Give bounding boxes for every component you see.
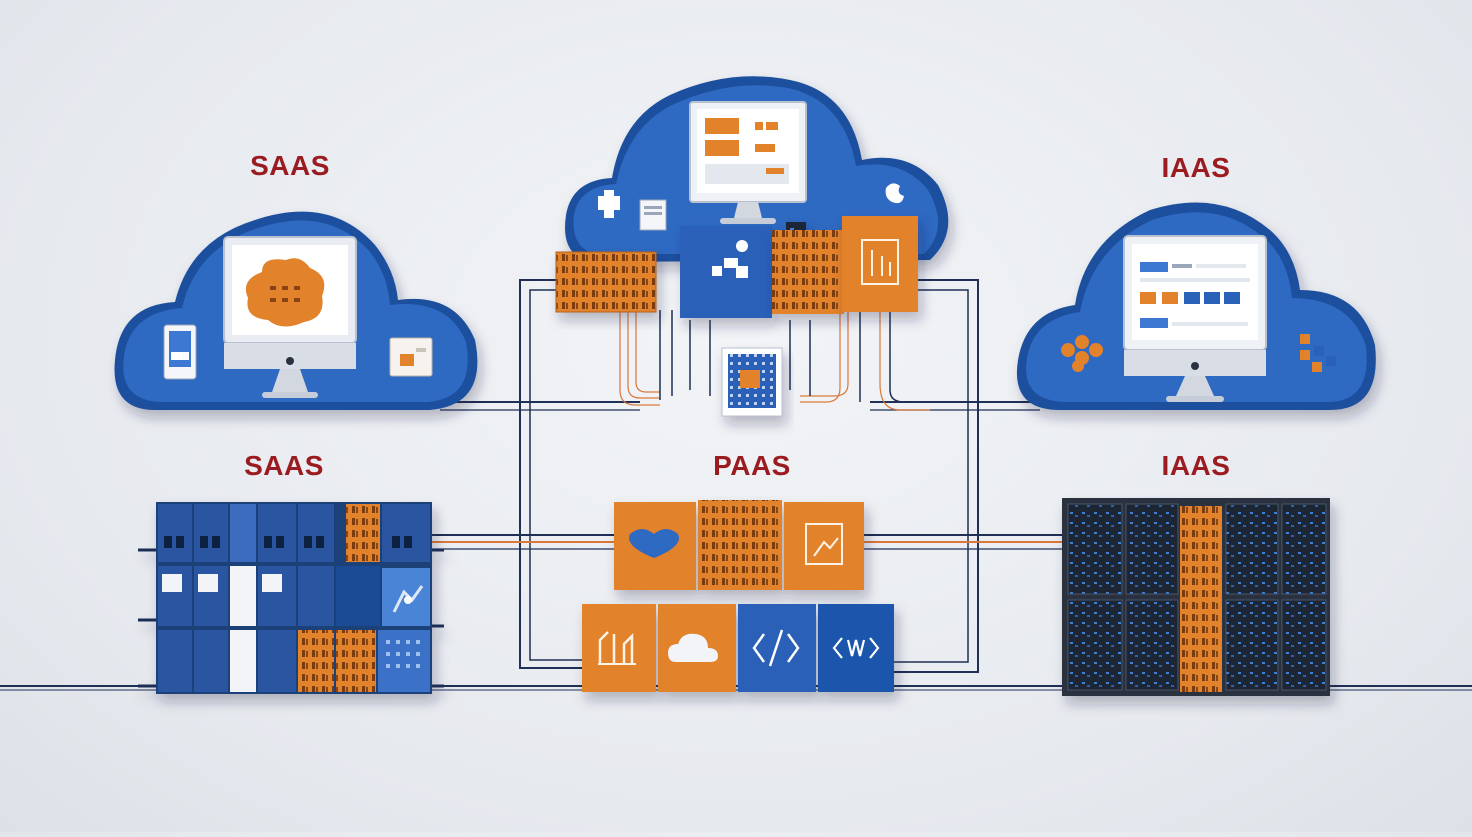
saas-monitor-icon [223, 236, 357, 398]
phone-icon [163, 324, 197, 380]
saas-server-rack [138, 502, 444, 694]
puzzle-icon [598, 183, 904, 231]
cloud-icon [658, 604, 736, 692]
chart-tile [842, 216, 918, 312]
network-icon [680, 226, 772, 318]
iaas-top-label: IAAS [1161, 152, 1231, 183]
blob-icon [245, 258, 325, 327]
paas-tile-stack [582, 500, 894, 692]
saas-bottom-label: SAAS [244, 450, 324, 481]
processor-chip-icon [721, 347, 783, 417]
center-monitor-icon [689, 101, 807, 224]
bars-icon [582, 604, 656, 692]
tree-icon [784, 502, 864, 590]
saas-top-label: SAAS [250, 150, 330, 181]
paas-bottom-label: PAAS [713, 450, 791, 481]
brackets-icon [818, 604, 894, 692]
iaas-server-rack [1062, 498, 1330, 696]
iaas-monitor-icon [1123, 235, 1267, 402]
heart-icon [614, 502, 696, 590]
iaas-bottom-label: IAAS [1161, 450, 1231, 481]
code-icon [738, 604, 816, 692]
cluster-icon [1061, 334, 1336, 372]
grid-icon [698, 500, 782, 590]
chip-icon [772, 222, 844, 314]
center-orange-grid-tile-left [555, 251, 657, 313]
card-icon [389, 337, 433, 377]
connection-wires [0, 279, 1472, 691]
